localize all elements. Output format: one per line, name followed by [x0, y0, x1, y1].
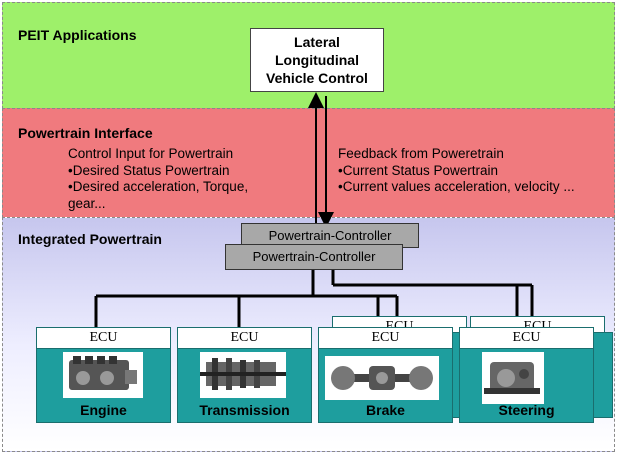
vehicle-control-line: Lateral — [294, 34, 340, 50]
powertrain-interface-title: Powertrain Interface — [18, 125, 153, 141]
powertrain-controller-front: Powertrain-Controller — [225, 244, 403, 270]
feedback-item: •Current values acceleration, velocity .… — [338, 179, 575, 194]
ecu-name: Steering — [498, 402, 555, 418]
transmission-image — [200, 352, 286, 398]
ecu-name: Transmission — [199, 402, 290, 418]
engine-image — [63, 352, 143, 398]
vehicle-control-line: Longitudinal — [275, 52, 359, 68]
feedback-block: Feedback from Poweretrain •Current Statu… — [338, 146, 575, 196]
peit-applications-title: PEIT Applications — [18, 27, 137, 43]
control-input-item: gear... — [68, 195, 106, 211]
control-input-item: •Desired acceleration, Torque, — [68, 179, 249, 194]
vehicle-control-box: Lateral Longitudinal Vehicle Control — [250, 28, 384, 92]
ecu-name: Brake — [366, 402, 405, 418]
control-input-heading: Control Input for Powertrain — [68, 146, 234, 161]
ecu-header: ECU — [178, 328, 311, 349]
integrated-powertrain-title: Integrated Powertrain — [18, 231, 162, 247]
powertrain-interface-layer: Powertrain Interface — [2, 108, 615, 218]
control-input-block: Control Input for Powertrain •Desired St… — [68, 146, 248, 214]
ecu-name: Engine — [80, 402, 127, 418]
ecu-card-engine: ECU Engine — [36, 327, 171, 423]
steering-image — [482, 352, 544, 404]
feedback-heading: Feedback from Poweretrain — [338, 146, 504, 161]
feedback-item: •Current Status Powertrain — [338, 162, 499, 178]
ecu-header: ECU — [319, 328, 452, 349]
ecu-card-steering: ECU Steering — [459, 327, 594, 423]
ecu-header: ECU — [37, 328, 170, 349]
ecu-card-transmission: ECU Transmission — [177, 327, 312, 423]
vehicle-control-line: Vehicle Control — [266, 70, 368, 86]
brake-image — [325, 356, 439, 400]
powertrain-controller-back: Powertrain-Controller — [241, 223, 419, 248]
ecu-header: ECU — [460, 328, 593, 349]
ecu-card-brake: ECU Brake — [318, 327, 453, 423]
control-input-item: •Desired Status Powertrain — [68, 162, 230, 178]
